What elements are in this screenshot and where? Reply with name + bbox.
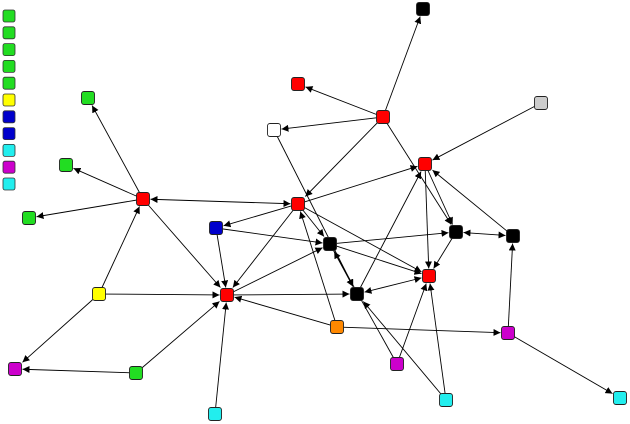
- edge-n09-n16: [424, 168, 432, 269]
- edge-n08-n07: [73, 167, 139, 198]
- edge-n12-n18: [216, 232, 229, 288]
- edge-n26-n19: [362, 301, 443, 396]
- edge-n22-n27: [512, 335, 613, 395]
- edge-n08-n11: [150, 195, 291, 208]
- edge-n16-n19: [364, 276, 422, 294]
- node-n21-magenta[interactable]: [8, 362, 22, 376]
- legend-swatch-green: [2, 43, 16, 56]
- edge-n08-n10: [36, 199, 139, 220]
- edge-n19-n09: [358, 171, 422, 290]
- legend-swatch-yellow: [2, 93, 16, 107]
- edge-layer: [22, 16, 613, 410]
- edge-n05-n09: [432, 104, 537, 161]
- legend-swatch-cyan: [2, 143, 16, 157]
- edge-n13-n14: [334, 229, 449, 245]
- legend-swatch-cyan: [2, 177, 16, 191]
- edge-n12-n13: [220, 228, 323, 246]
- edge-n04-n11: [305, 121, 379, 197]
- edge-n17-n18: [103, 291, 220, 299]
- node-n14-black[interactable]: [449, 225, 463, 239]
- edge-n06-n19: [275, 134, 354, 287]
- edge-n13-n16: [334, 245, 422, 275]
- node-n26-cyan[interactable]: [439, 393, 453, 407]
- node-n04-red[interactable]: [376, 110, 390, 124]
- edge-n17-n21: [22, 297, 95, 363]
- node-n18-red[interactable]: [220, 288, 234, 302]
- edge-n20-n22: [341, 326, 501, 336]
- node-n20-orange[interactable]: [330, 320, 344, 334]
- node-n11-red[interactable]: [291, 197, 305, 211]
- node-n06-white[interactable]: [267, 123, 281, 137]
- legend-swatch-magenta: [2, 160, 16, 174]
- node-n19-black[interactable]: [350, 287, 364, 301]
- edge-n20-n18: [234, 295, 333, 327]
- node-n10-green[interactable]: [22, 211, 36, 225]
- edge-n18-n13: [231, 247, 323, 294]
- edge-n15-n09: [432, 169, 509, 233]
- node-layer: [8, 2, 627, 421]
- edge-n24-n16: [398, 283, 428, 360]
- edge-n18-n19: [231, 290, 350, 298]
- edge-n25-n18: [215, 302, 230, 410]
- node-n07-green[interactable]: [59, 158, 73, 172]
- node-n01-black[interactable]: [416, 2, 430, 16]
- node-n08-red[interactable]: [136, 192, 150, 206]
- node-n05-gray[interactable]: [534, 96, 548, 110]
- edge-n04-n01: [384, 16, 422, 113]
- edge-n14-n16: [433, 236, 454, 269]
- edge-n11-n09: [302, 165, 418, 204]
- edge-n20-n11: [299, 211, 337, 323]
- edge-n23-n21: [22, 365, 132, 374]
- node-n22-magenta[interactable]: [501, 326, 515, 340]
- legend-swatch-green: [2, 26, 16, 40]
- node-n24-magenta[interactable]: [390, 357, 404, 371]
- edge-n26-n16: [427, 283, 446, 396]
- edge-n22-n15: [507, 243, 516, 329]
- node-n17-yellow[interactable]: [92, 287, 106, 301]
- node-n25-cyan[interactable]: [208, 407, 222, 421]
- legend-swatch-blue: [2, 110, 16, 124]
- node-n02-red[interactable]: [291, 77, 305, 91]
- edge-n11-n16: [302, 206, 422, 273]
- edge-n04-n02: [305, 86, 379, 116]
- legend-swatch-blue: [2, 127, 16, 140]
- node-n09-red[interactable]: [418, 157, 432, 171]
- legend-swatch-green: [2, 9, 16, 23]
- edge-n09-n14: [426, 168, 453, 225]
- node-n16-red[interactable]: [422, 269, 436, 283]
- edge-n11-n12: [223, 204, 294, 228]
- edge-n14-n15: [463, 229, 506, 239]
- edge-n08-n18: [146, 203, 221, 288]
- edge-n08-n03: [91, 105, 141, 195]
- edge-n04-n06: [281, 117, 379, 132]
- node-n13-black[interactable]: [323, 237, 337, 251]
- legend-swatch-green: [2, 60, 16, 73]
- edge-n23-n18: [140, 301, 220, 370]
- node-n12-blue[interactable]: [209, 221, 223, 235]
- node-n27-cyan[interactable]: [613, 391, 627, 405]
- color-legend: [2, 9, 16, 191]
- node-n03-green[interactable]: [81, 91, 95, 105]
- node-n15-black[interactable]: [506, 229, 520, 243]
- edge-n17-n08: [100, 206, 140, 290]
- legend-swatch-green: [2, 76, 16, 90]
- edge-n11-n18: [232, 208, 295, 288]
- node-n23-green[interactable]: [129, 366, 143, 380]
